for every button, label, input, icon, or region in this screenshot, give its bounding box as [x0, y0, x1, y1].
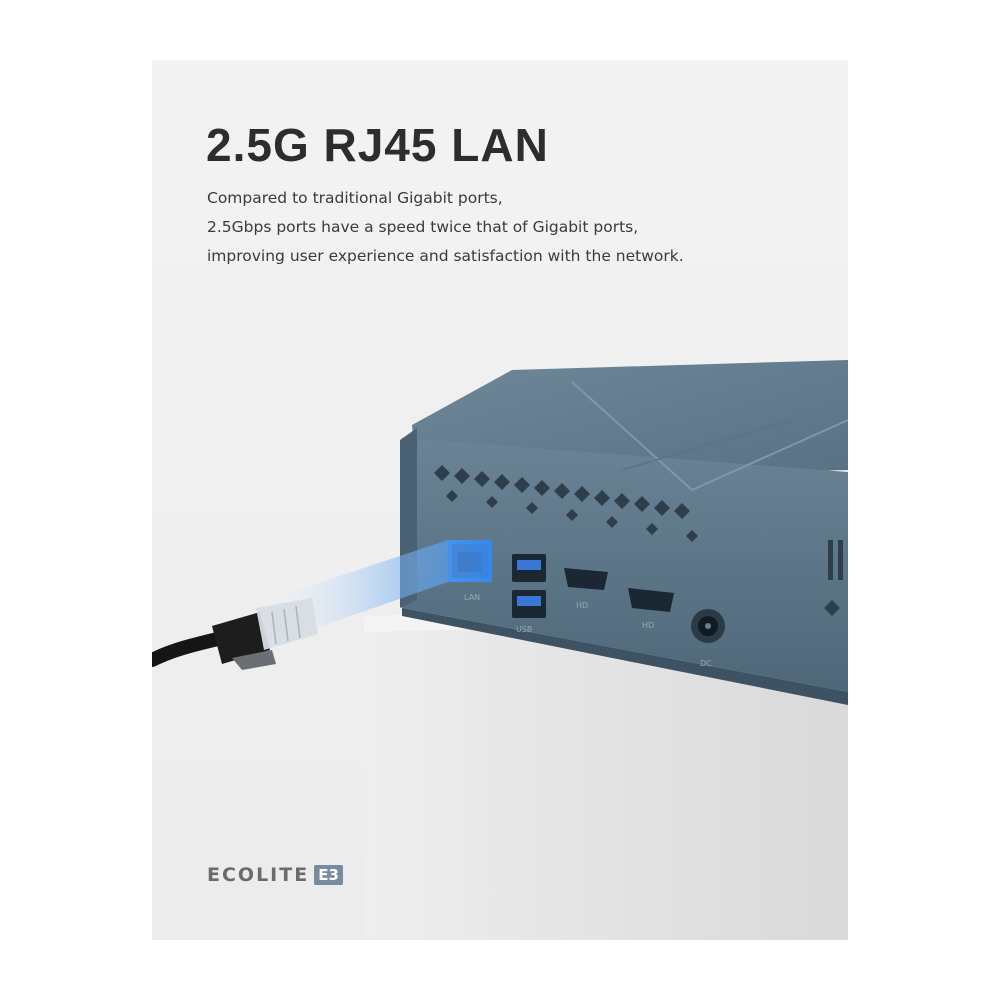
dc-port: DC: [691, 609, 725, 668]
hdmi-port-2-label: HD: [642, 621, 654, 630]
brand-logo: ECOLITE E3: [207, 864, 343, 886]
dc-port-label: DC: [700, 659, 712, 668]
page-title: 2.5G RJ45 LAN: [206, 119, 549, 171]
ethernet-cable: [152, 598, 318, 670]
lan-port-label: LAN: [464, 593, 480, 602]
mini-pc: [400, 360, 848, 705]
usb-port-label: USB: [516, 625, 532, 634]
description-line: Compared to traditional Gigabit ports,: [207, 189, 503, 207]
description-block: Compared to traditional Gigabit ports, 2…: [207, 184, 767, 271]
hdmi-port-2: HD: [628, 588, 674, 630]
vent-grille: [434, 465, 698, 542]
product-panel: LAN USB HD HD DC: [152, 60, 848, 940]
description-line: improving user experience and satisfacti…: [207, 247, 684, 265]
hdmi-port-1-label: HD: [576, 601, 588, 610]
brand-model-badge: E3: [314, 865, 343, 885]
brand-name: ECOLITE: [207, 864, 310, 886]
description-line: 2.5Gbps ports have a speed twice that of…: [207, 218, 639, 236]
product-scene: LAN USB HD HD DC: [152, 360, 848, 940]
hdmi-port-1: HD: [564, 568, 608, 610]
usb-ports: USB: [512, 554, 546, 634]
side-vents: [824, 540, 843, 616]
